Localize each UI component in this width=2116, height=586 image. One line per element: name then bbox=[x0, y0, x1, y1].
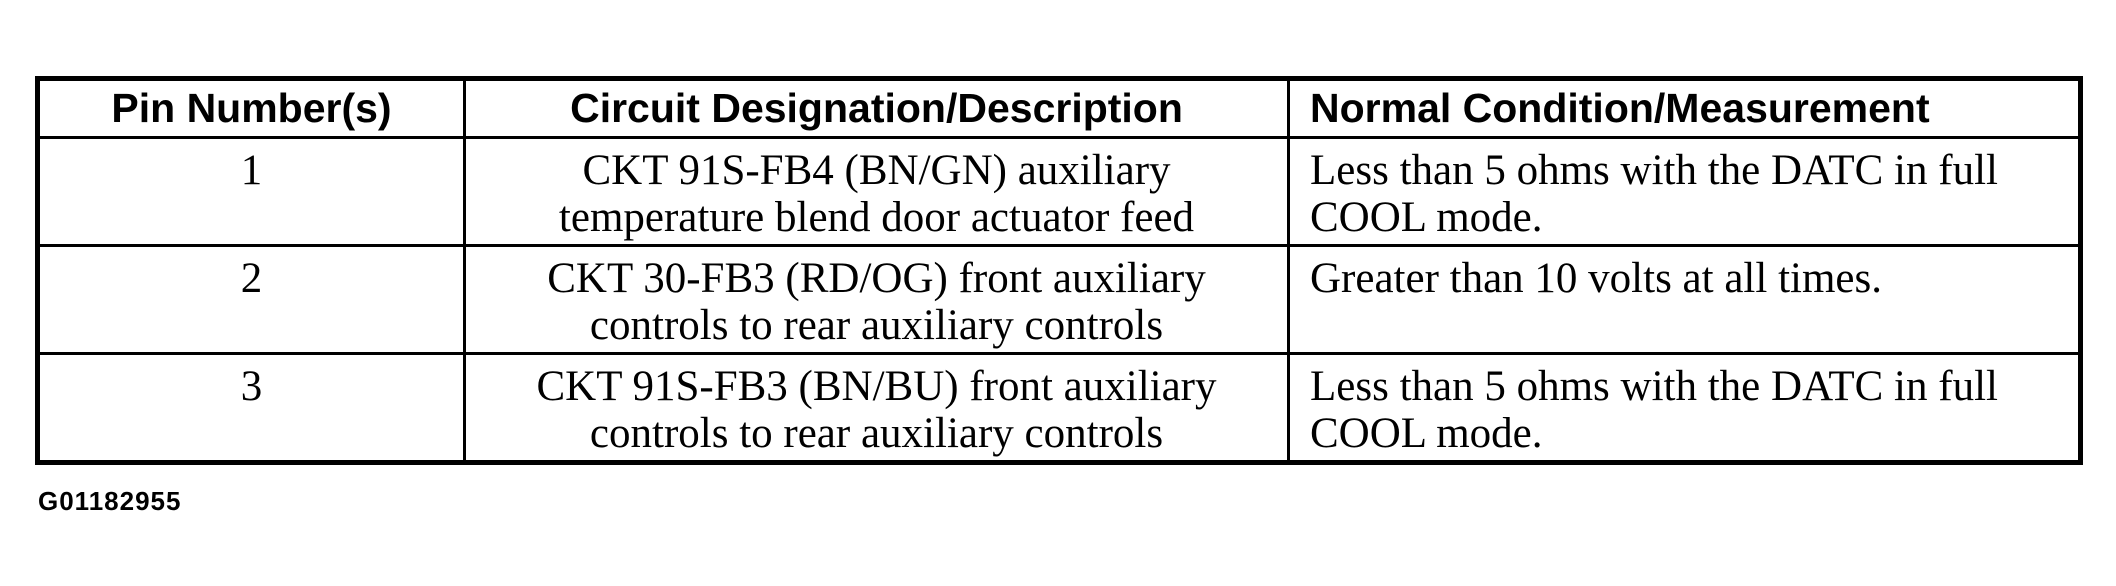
cell-normal-condition: Less than 5 ohms with the DATC in full C… bbox=[1287, 352, 2082, 464]
normal-condition-text: Greater than 10 volts at all times. bbox=[1310, 255, 1882, 302]
cell-pin-number: 1 bbox=[36, 136, 466, 247]
figure-id-label: G01182955 bbox=[38, 486, 182, 516]
normal-condition-text: Less than 5 ohms with the DATC in full C… bbox=[1310, 363, 1998, 457]
table-header-row: Pin Number(s) Circuit Designation/Descri… bbox=[36, 77, 2082, 139]
table-row: 3 CKT 91S-FB3 (BN/BU) front auxiliary co… bbox=[36, 352, 2082, 464]
cell-pin-number: 3 bbox=[36, 352, 466, 464]
table-row: 1 CKT 91S-FB4 (BN/GN) auxiliary temperat… bbox=[36, 136, 2082, 247]
cell-pin-number: 2 bbox=[36, 244, 466, 355]
circuit-description-text: CKT 91S-FB3 (BN/BU) front auxiliary cont… bbox=[536, 363, 1217, 457]
circuit-description-text: CKT 30-FB3 (RD/OG) front auxiliary contr… bbox=[547, 255, 1206, 349]
cell-circuit-description: CKT 91S-FB4 (BN/GN) auxiliary temperatur… bbox=[463, 136, 1290, 247]
cell-circuit-description: CKT 30-FB3 (RD/OG) front auxiliary contr… bbox=[463, 244, 1290, 355]
normal-condition-text: Less than 5 ohms with the DATC in full C… bbox=[1310, 147, 1998, 241]
pin-circuit-table: Pin Number(s) Circuit Designation/Descri… bbox=[35, 76, 2083, 465]
cell-normal-condition: Greater than 10 volts at all times. bbox=[1287, 244, 2082, 355]
table-row: 2 CKT 30-FB3 (RD/OG) front auxiliary con… bbox=[36, 244, 2082, 355]
cell-normal-condition: Less than 5 ohms with the DATC in full C… bbox=[1287, 136, 2082, 247]
header-circuit-designation: Circuit Designation/Description bbox=[463, 77, 1290, 139]
header-pin-numbers: Pin Number(s) bbox=[36, 77, 466, 139]
header-normal-condition: Normal Condition/Measurement bbox=[1287, 77, 2082, 139]
circuit-description-text: CKT 91S-FB4 (BN/GN) auxiliary temperatur… bbox=[558, 147, 1195, 241]
cell-circuit-description: CKT 91S-FB3 (BN/BU) front auxiliary cont… bbox=[463, 352, 1290, 464]
